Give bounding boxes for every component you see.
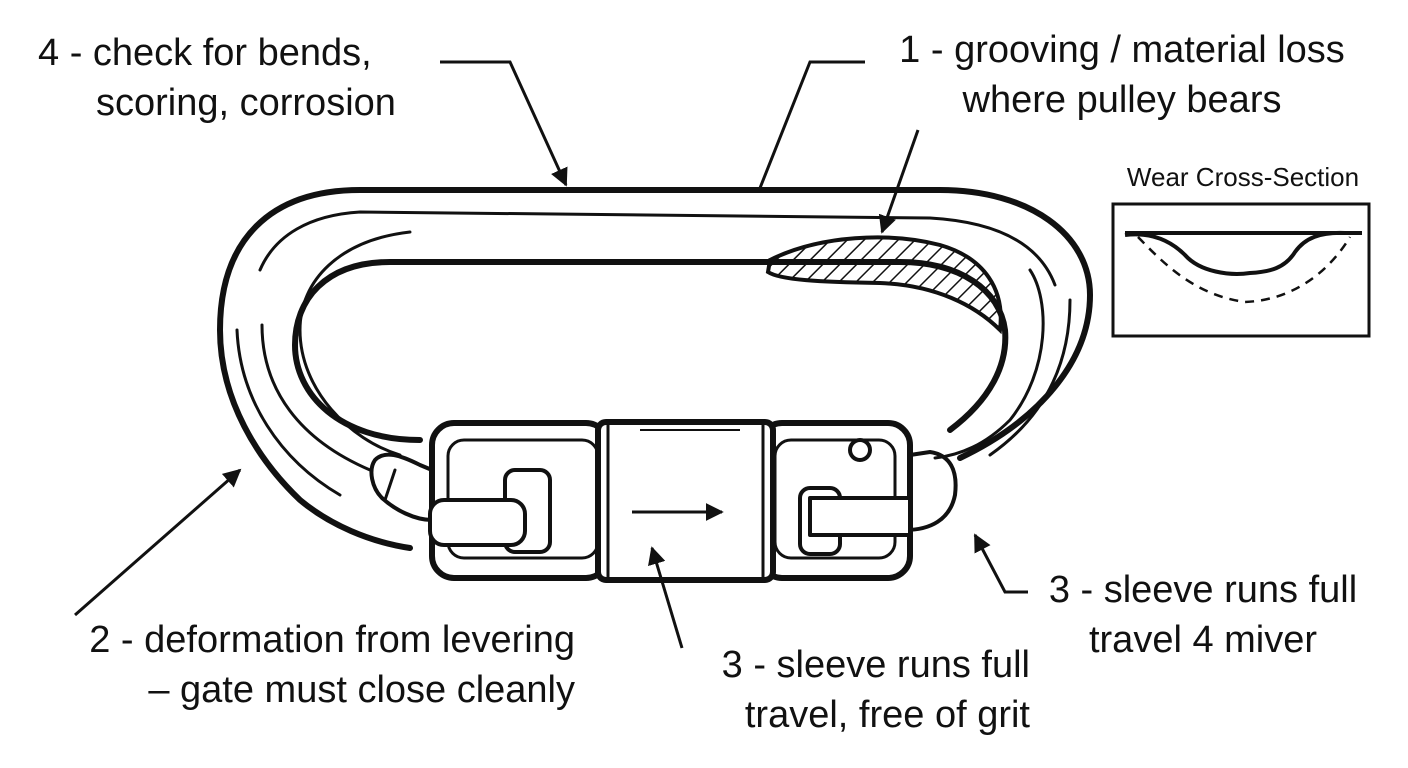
nose-detail [383,468,397,502]
callout-3-center-line1: 3 - sleeve runs full [721,644,1030,686]
leader-2 [74,468,242,617]
carabiner-inner-outline [292,259,1009,443]
gate-left-latch [428,498,527,547]
callout-3-right-line1: 3 - sleeve runs full [1048,569,1358,611]
callout-4-line1: 4 - check for bends, [38,32,372,74]
callout-4: 4 - check for bends, scoring, corrosion [38,28,396,128]
contour-top [258,210,1057,287]
callout-3-center-line2: travel, free of grit [744,694,1030,736]
leader-1-groove [878,129,920,234]
right-hinge [848,450,958,532]
carabiner-body [217,187,1093,551]
callout-3-center: 3 - sleeve runs full travel, free of gri… [660,640,1030,740]
callout-3-right: 3 - sleeve runs full travel 4 miver [1028,565,1378,665]
callout-1: 1 - grooving / material loss where pulle… [872,25,1372,125]
callout-1-line2: where pulley bears [962,79,1282,121]
leader-3-center [648,546,684,649]
leader-4 [440,60,568,187]
inset-title: Wear Cross-Section [1126,162,1360,192]
callout-3-right-line2: travel 4 miver [1088,619,1318,661]
callout-4-line2: scoring, corrosion [96,82,396,124]
leader-lines [74,60,1028,649]
leader-3-right [973,533,1028,594]
contour-left-outer [235,328,342,497]
left-nose [369,452,434,522]
wear-cross-section-inset [1111,202,1371,338]
contour-right-rib [933,268,1045,460]
callout-2-line2: – gate must close cleanly [148,669,575,711]
gate [428,419,913,583]
carabiner-outer-outline [217,187,1093,551]
callout-1-line1: 1 - grooving / material loss [899,29,1345,71]
wear-groove-hatch [765,235,1003,335]
inset-original-profile [1137,236,1352,304]
callout-2-line1: 2 - deformation from levering [89,619,575,661]
gate-rivet [848,438,872,462]
locking-sleeve [595,419,776,583]
callout-2: 2 - deformation from levering – gate mus… [40,615,575,715]
inset-frame [1111,202,1371,338]
contour-left-rib [298,230,412,457]
contour-right-outer [988,298,1072,457]
inset-worn-profile [1124,230,1346,276]
contour-left-inner [260,323,372,472]
leader-1-top [758,60,865,189]
gate-right-latch [808,496,912,537]
